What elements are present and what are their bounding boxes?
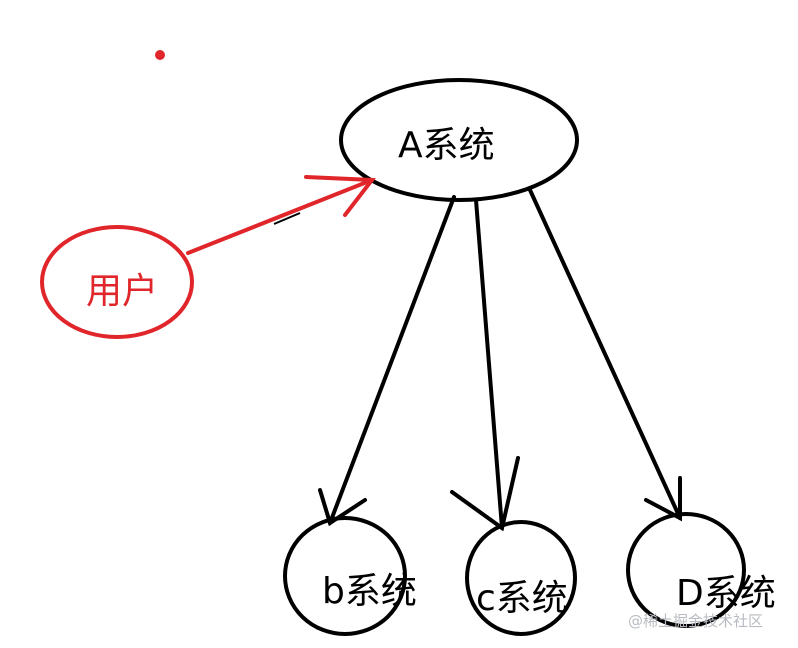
node-b-system: b系统: [283, 516, 417, 636]
arrow-a-to-c: [450, 198, 520, 532]
node-user-label: 用户: [86, 271, 158, 312]
node-a-system: A系统: [339, 78, 579, 202]
red-dot: [155, 50, 165, 60]
node-c-shape: [465, 520, 577, 636]
node-b-label: b系统: [322, 571, 417, 612]
node-user-shape: [40, 225, 194, 339]
node-b-shape: [283, 516, 407, 636]
node-a-shape: [339, 78, 579, 202]
arrow-a-to-b: [318, 195, 456, 527]
watermark-text: @稀土掘金技术社区: [628, 612, 763, 630]
node-d-label: D系统: [676, 573, 776, 614]
arrow-user-to-a: [186, 175, 376, 255]
node-a-label: A系统: [398, 125, 495, 166]
node-d-system: D系统: [626, 512, 776, 628]
pen-stroke-mark: [273, 212, 301, 225]
arrow-a-to-d: [528, 188, 682, 522]
node-d-shape: [626, 512, 746, 628]
node-c-system: c系统: [465, 520, 577, 636]
node-c-label: c系统: [476, 578, 568, 619]
node-user: 用户: [40, 225, 194, 339]
